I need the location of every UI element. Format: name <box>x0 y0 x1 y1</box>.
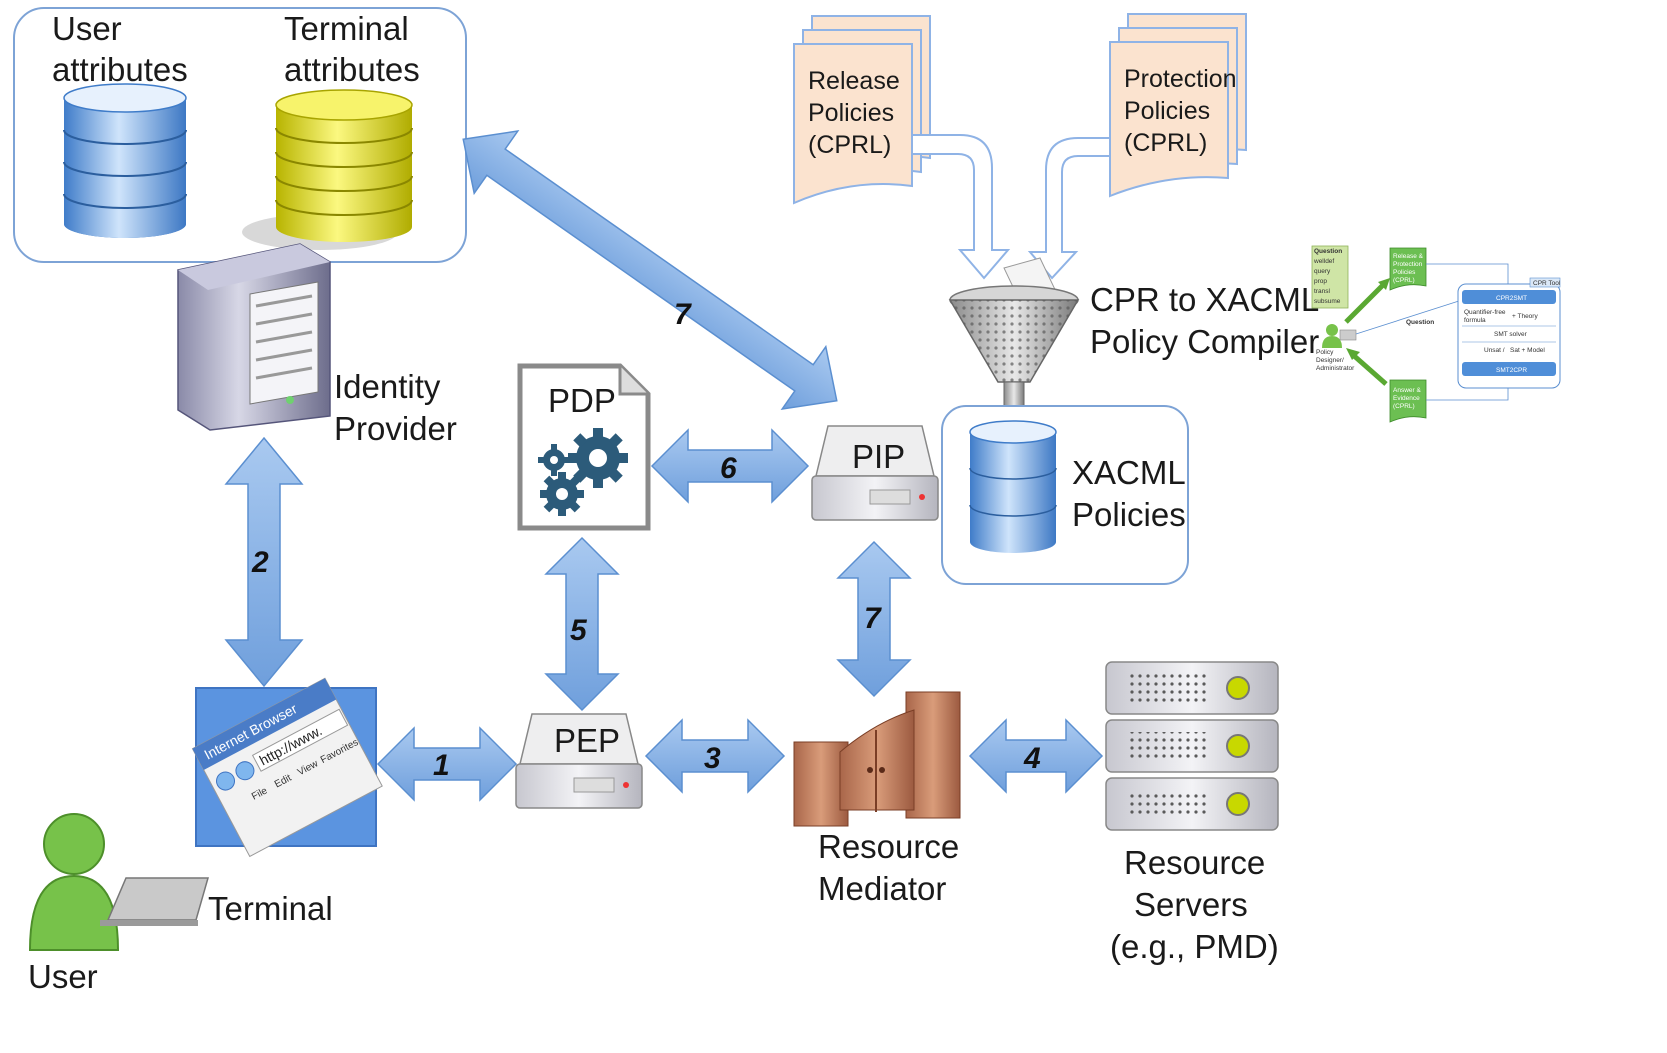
release-policies-document-icon <box>793 15 931 205</box>
svg-text:subsume: subsume <box>1314 298 1341 305</box>
svg-text:Release &: Release & <box>1393 253 1424 260</box>
protection-policies-label: Protection Policies (CPRL) <box>1124 65 1244 157</box>
pep-server-icon <box>515 713 643 809</box>
svg-text:Question: Question <box>1406 319 1434 326</box>
protection-to-compiler-arrow <box>1027 137 1111 280</box>
flow-arrow-7-vertical <box>836 540 912 698</box>
release-policies-label: Release Policies (CPRL) <box>808 67 907 159</box>
pep-label: PEP <box>554 722 620 759</box>
svg-text:Policy: Policy <box>1316 349 1334 356</box>
flow-number-6: 6 <box>720 452 737 485</box>
user-label: User <box>28 958 98 995</box>
svg-text:transl: transl <box>1314 288 1330 295</box>
flow-number-7-diagonal: 7 <box>674 298 692 331</box>
svg-text:formula: formula <box>1464 317 1486 324</box>
flow-arrow-5 <box>544 536 620 712</box>
user-attributes-database-icon <box>63 83 187 238</box>
svg-text:CPR2SMT: CPR2SMT <box>1496 295 1527 302</box>
flow-number-5: 5 <box>570 614 588 647</box>
svg-text:query: query <box>1314 268 1331 275</box>
terminal-browser-icon: Internet Browser http://www. File Edit V… <box>191 677 383 858</box>
user-attributes-label: User attributes <box>52 10 188 88</box>
svg-text:Policies: Policies <box>1393 269 1416 276</box>
svg-text:CPR Tool: CPR Tool <box>1533 280 1561 287</box>
flow-number-3: 3 <box>704 742 721 775</box>
terminal-label: Terminal <box>208 890 333 927</box>
compiler-label: CPR to XACML Policy Compiler <box>1090 281 1327 360</box>
resource-servers-icon <box>1105 661 1279 831</box>
flow-number-2: 2 <box>251 546 269 579</box>
resource-mediator-label: Resource Mediator <box>818 828 968 907</box>
svg-text:+ Theory: + Theory <box>1512 313 1538 320</box>
cpr-tool-inset: Question welldef query prop transl subsu… <box>1311 245 1561 423</box>
xacml-policies-database-icon <box>969 420 1057 553</box>
flow-arrow-4 <box>968 718 1104 794</box>
pip-server-icon <box>811 425 939 521</box>
flow-arrow-1 <box>376 726 518 802</box>
release-to-compiler-arrow <box>911 134 1011 280</box>
svg-text:(CPRL): (CPRL) <box>1393 403 1415 410</box>
svg-text:Evidence: Evidence <box>1393 395 1420 402</box>
svg-text:SMT2CPR: SMT2CPR <box>1496 367 1527 374</box>
flow-number-7-vertical: 7 <box>864 602 882 635</box>
svg-text:SMT solver: SMT solver <box>1494 331 1528 338</box>
flow-arrow-3 <box>644 718 786 794</box>
svg-text:Protection: Protection <box>1393 261 1423 268</box>
svg-text:Unsat /: Unsat / <box>1484 347 1505 354</box>
pdp-label: PDP <box>548 382 616 419</box>
resource-mediator-gate-icon <box>793 691 961 827</box>
svg-text:Answer &: Answer & <box>1393 387 1421 394</box>
terminal-attributes-label: Terminal attributes <box>284 10 420 88</box>
pip-label: PIP <box>852 438 905 475</box>
xacml-policies-label: XACML Policies <box>1072 454 1194 533</box>
svg-text:Designer/: Designer/ <box>1316 357 1344 364</box>
identity-provider-server-icon <box>177 243 331 431</box>
identity-provider-label: Identity Provider <box>334 368 457 447</box>
user-icon <box>28 813 209 951</box>
svg-text:prop: prop <box>1314 278 1327 285</box>
svg-text:Quantifier-free: Quantifier-free <box>1464 309 1506 316</box>
svg-text:Question: Question <box>1314 248 1342 255</box>
resource-servers-label: Resource Servers (e.g., PMD) <box>1110 844 1279 965</box>
flow-number-4: 4 <box>1023 742 1041 775</box>
flow-arrows <box>224 130 1104 802</box>
svg-text:welldef: welldef <box>1313 258 1334 265</box>
svg-text:Sat + Model: Sat + Model <box>1510 347 1545 354</box>
flow-arrow-2 <box>224 436 304 688</box>
terminal-attributes-database-icon <box>242 89 413 250</box>
protection-policies-document-icon <box>1109 13 1247 198</box>
flow-arrow-7-diagonal <box>462 130 838 410</box>
flow-arrow-6 <box>650 428 810 504</box>
svg-text:(CPRL): (CPRL) <box>1393 277 1415 284</box>
flow-number-1: 1 <box>433 749 450 782</box>
svg-text:Administrator: Administrator <box>1316 365 1355 372</box>
compiler-funnel-icon <box>948 257 1080 411</box>
